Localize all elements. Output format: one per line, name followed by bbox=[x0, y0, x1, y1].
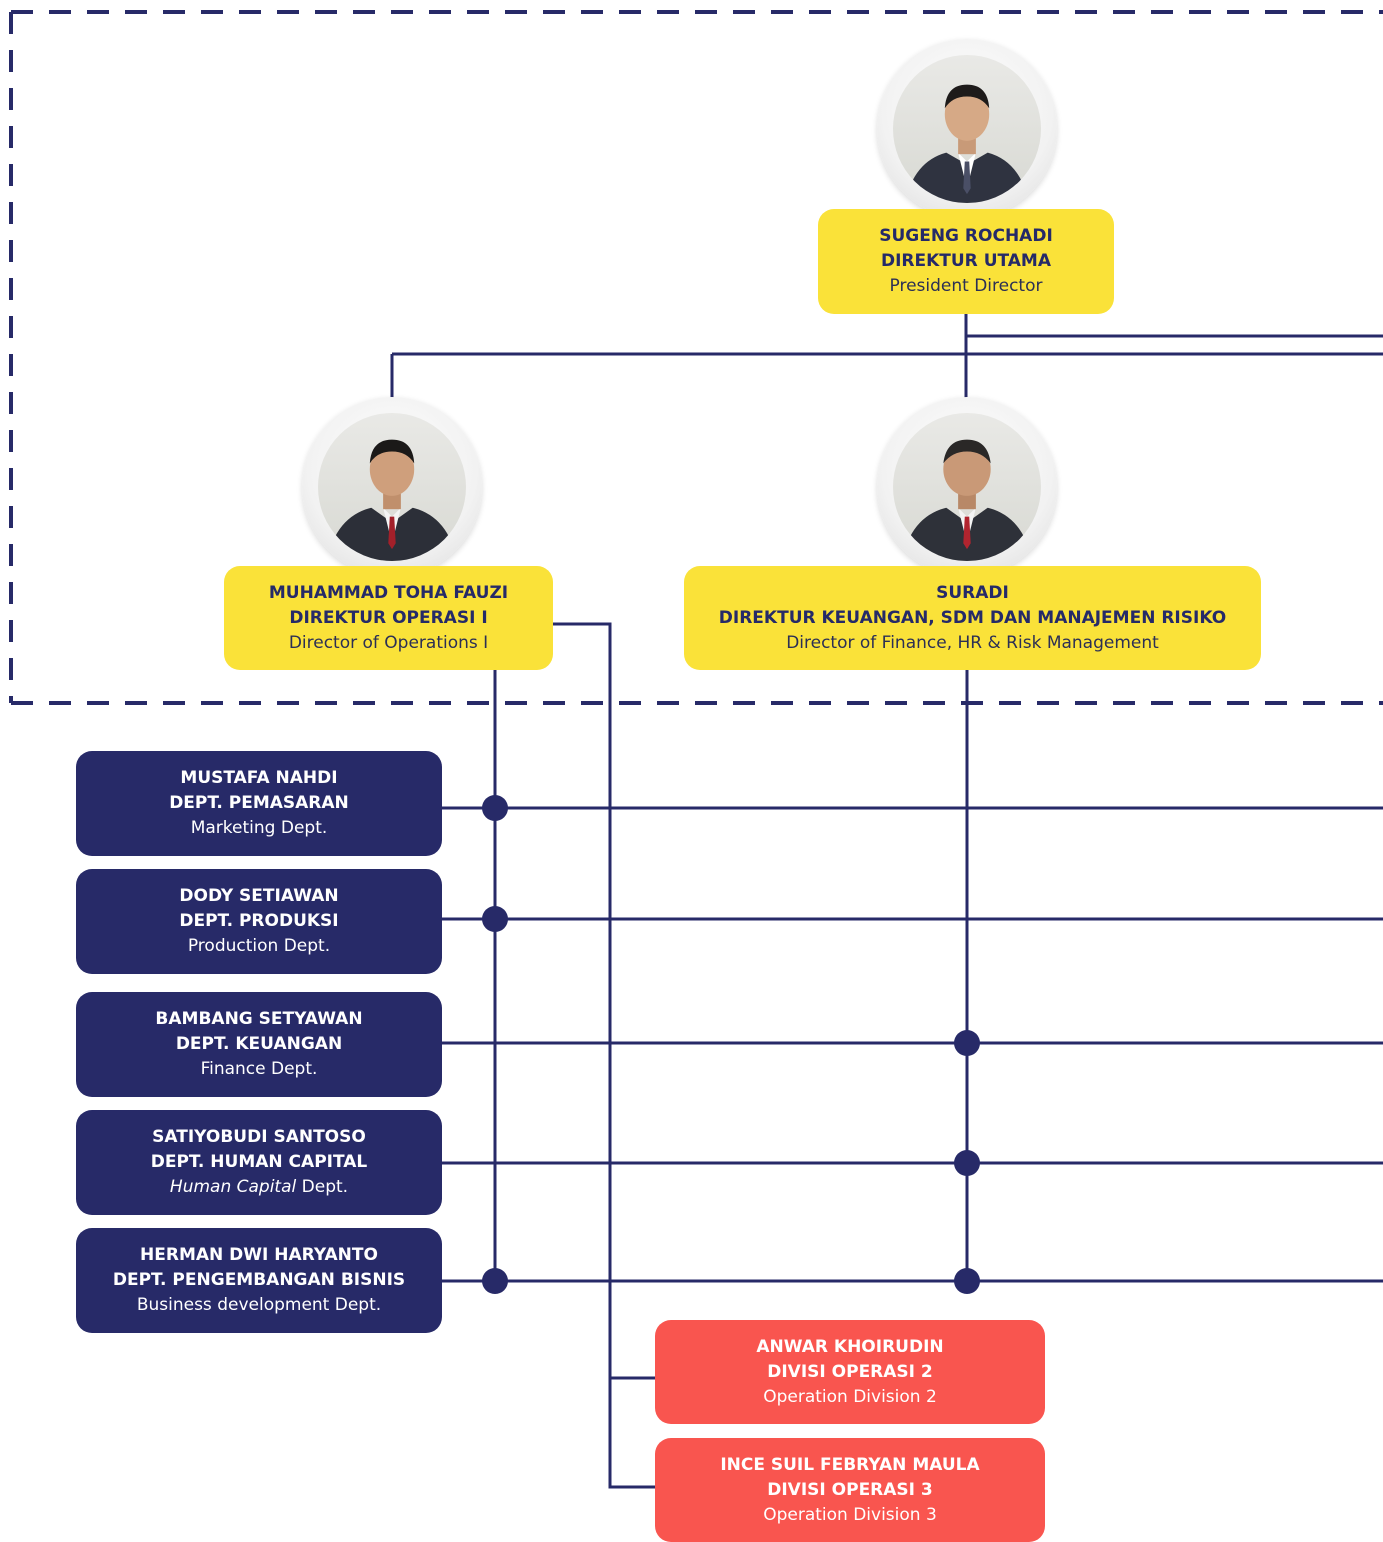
position-title-english: Director of Operations I bbox=[288, 632, 489, 653]
position-title-english: Production Dept. bbox=[187, 936, 331, 956]
person-name: SURADI bbox=[936, 582, 1009, 603]
junction-dot bbox=[482, 1268, 508, 1294]
person-name: BAMBANG SETYAWAN bbox=[155, 1009, 363, 1029]
position-title: DIVISI OPERASI 3 bbox=[767, 1479, 933, 1500]
dept-finance-card: BAMBANG SETYAWAN DEPT. KEUANGAN Finance … bbox=[76, 992, 442, 1097]
division-operation-2-card: ANWAR KHOIRUDIN DIVISI OPERASI 2 Operati… bbox=[655, 1320, 1045, 1424]
position-title-english: Operation Division 3 bbox=[763, 1504, 937, 1525]
director-operations-card: MUHAMMAD TOHA FAUZI DIREKTUR OPERASI I D… bbox=[224, 566, 553, 670]
president-director-card: SUGENG ROCHADI DIREKTUR UTAMA President … bbox=[818, 209, 1114, 314]
position-title-english: Business development Dept. bbox=[136, 1295, 382, 1315]
connector-ops-divisions bbox=[553, 622, 655, 1489]
position-title: DEPT. PRODUKSI bbox=[179, 911, 339, 931]
junction-dot bbox=[954, 1268, 980, 1294]
person-portrait-icon bbox=[904, 84, 1030, 203]
position-title-english: Marketing Dept. bbox=[190, 818, 328, 838]
person-name: SUGENG ROCHADI bbox=[879, 226, 1053, 246]
junction-dot bbox=[482, 795, 508, 821]
position-title-english: President Director bbox=[889, 276, 1043, 296]
person-name: MUSTAFA NAHDI bbox=[180, 768, 338, 788]
president-director-photo bbox=[877, 39, 1057, 219]
person-name: SATIYOBUDI SANTOSO bbox=[152, 1127, 366, 1147]
person-portrait-icon bbox=[901, 439, 1033, 561]
director-finance-photo bbox=[877, 397, 1057, 577]
division-operation-3-card: INCE SUIL FEBRYAN MAULA DIVISI OPERASI 3… bbox=[655, 1438, 1045, 1542]
junction-dot bbox=[954, 1030, 980, 1056]
person-name: INCE SUIL FEBRYAN MAULA bbox=[720, 1454, 980, 1475]
position-title: DIREKTUR KEUANGAN, SDM DAN MANAJEMEN RIS… bbox=[718, 607, 1227, 628]
person-portrait-icon bbox=[326, 439, 458, 561]
position-title: DEPT. PEMASARAN bbox=[169, 793, 349, 813]
position-title: DEPT. HUMAN CAPITAL bbox=[150, 1152, 368, 1172]
junction-dot bbox=[482, 906, 508, 932]
person-name: ANWAR KHOIRUDIN bbox=[756, 1336, 944, 1357]
dept-production-card: DODY SETIAWAN DEPT. PRODUKSI Production … bbox=[76, 869, 442, 974]
position-title-english: Director of Finance, HR & Risk Managemen… bbox=[786, 632, 1159, 653]
position-title: DIREKTUR OPERASI I bbox=[289, 607, 488, 628]
director-operations-photo bbox=[302, 397, 482, 577]
dept-human-capital-card: SATIYOBUDI SANTOSO DEPT. HUMAN CAPITAL H… bbox=[76, 1110, 442, 1215]
position-title-english: Finance Dept. bbox=[200, 1059, 318, 1079]
dept-marketing-card: MUSTAFA NAHDI DEPT. PEMASARAN Marketing … bbox=[76, 751, 442, 856]
position-title: DIREKTUR UTAMA bbox=[880, 251, 1052, 271]
junction-dot bbox=[954, 1150, 980, 1176]
position-title: DEPT. KEUANGAN bbox=[175, 1034, 343, 1054]
position-title-english-rest: Dept. bbox=[296, 1177, 349, 1197]
position-title-english: Operation Division 2 bbox=[763, 1386, 937, 1407]
board-of-directors-frame bbox=[9, 10, 1383, 705]
director-finance-card: SURADI DIREKTUR KEUANGAN, SDM DAN MANAJE… bbox=[684, 566, 1261, 670]
person-name: DODY SETIAWAN bbox=[179, 886, 339, 906]
position-title-english-italic: Human Capital bbox=[169, 1177, 297, 1197]
position-title-english: Human Capital Dept. bbox=[170, 1175, 348, 1200]
position-title: DEPT. PENGEMBANGAN BISNIS bbox=[112, 1270, 406, 1290]
person-name: MUHAMMAD TOHA FAUZI bbox=[268, 582, 509, 603]
position-title: DIVISI OPERASI 2 bbox=[767, 1361, 933, 1382]
person-name: HERMAN DWI HARYANTO bbox=[140, 1245, 378, 1265]
dept-business-development-card: HERMAN DWI HARYANTO DEPT. PENGEMBANGAN B… bbox=[76, 1228, 442, 1333]
